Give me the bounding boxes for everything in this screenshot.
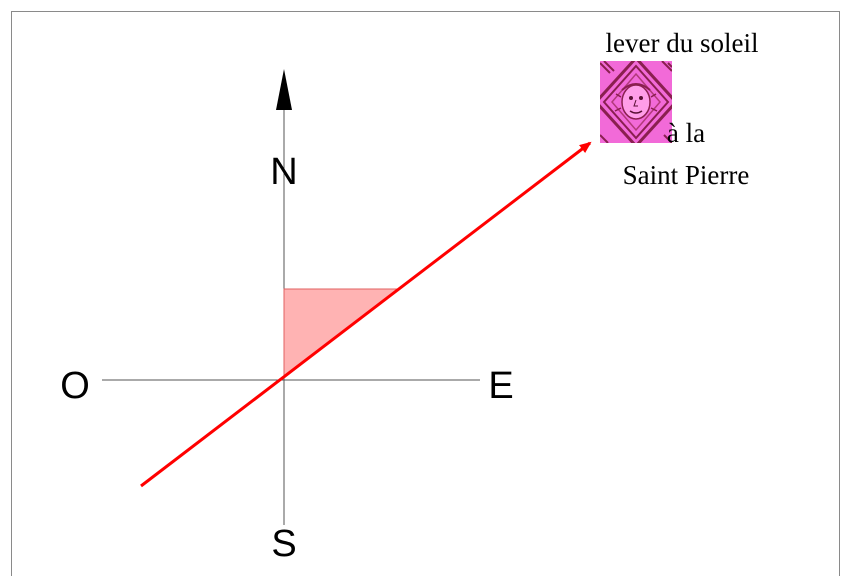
annotation-line-1: lever du soleil xyxy=(606,28,759,58)
annotation-line-3: Saint Pierre xyxy=(623,160,750,190)
sunrise-direction-arrow xyxy=(140,141,592,488)
compass-label-west: O xyxy=(60,365,90,407)
sun-face-icon xyxy=(600,61,672,143)
compass-label-south: S xyxy=(271,523,296,565)
arrowhead-icon xyxy=(276,69,292,110)
compass-label-north: N xyxy=(270,151,297,193)
diagram-frame xyxy=(11,11,840,576)
annotation-line-2: à la xyxy=(667,118,705,148)
compass-label-east: E xyxy=(488,365,513,407)
